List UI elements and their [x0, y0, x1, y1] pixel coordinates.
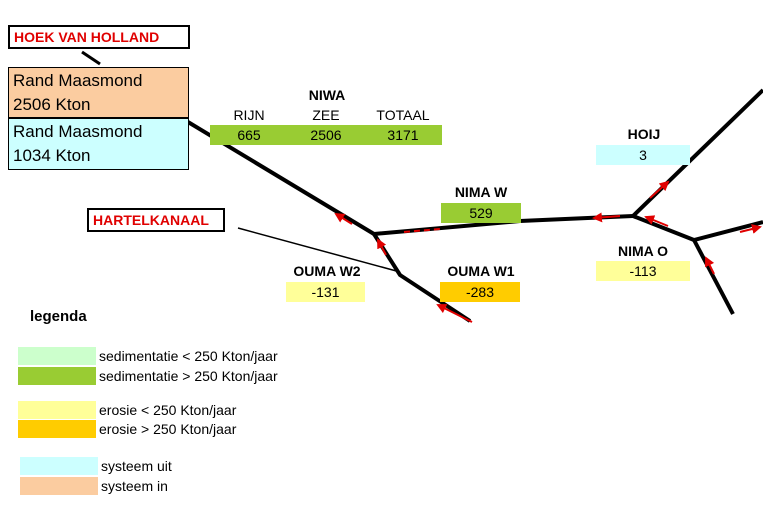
flow-arrow — [649, 180, 670, 199]
system-in-line2: 2506 Kton — [13, 95, 91, 114]
hoij-title: HOIJ — [627, 126, 661, 142]
nima-o-title: NIMA O — [617, 243, 669, 259]
flow-arrow — [334, 212, 353, 225]
hoek-leader-line — [81, 50, 101, 66]
ouma-w2-value: -131 — [286, 282, 365, 302]
hartel-leader-line — [237, 227, 401, 273]
system-out-line1: Rand Maasmond — [13, 122, 143, 141]
nima-w-title: NIMA W — [454, 184, 508, 200]
legend-label-ero-high: erosie > 250 Kton/jaar — [99, 421, 237, 437]
hoij-value: 3 — [596, 145, 690, 165]
ouma-w2-title: OUMA W2 — [293, 263, 361, 279]
system-out-line2: 1034 Kton — [13, 146, 91, 165]
flow-arrow — [592, 212, 621, 223]
legend-label-ero-low: erosie < 250 Kton/jaar — [99, 402, 237, 418]
system-out-box: Rand Maasmond 1034 Kton — [8, 118, 189, 170]
legend-swatch-sys-out — [20, 457, 98, 475]
niwa-value-totaal: 3171 — [364, 125, 442, 145]
nima-o-value: -113 — [596, 261, 690, 281]
legend-swatch-ero-low — [18, 401, 96, 419]
legend-label-sys-in: systeem in — [101, 478, 168, 494]
niwa-col-totaal: TOTAAL — [376, 107, 430, 123]
system-in-line1: Rand Maasmond — [13, 71, 143, 90]
legend-swatch-sed-high — [18, 367, 96, 385]
flow-arrow — [644, 215, 669, 227]
flow-arrow — [705, 256, 715, 275]
ouma-w1-title: OUMA W1 — [447, 263, 515, 279]
hartelkanaal-label: HARTELKANAAL — [87, 208, 225, 232]
legend-label-sys-out: systeem uit — [101, 458, 172, 474]
legend-title: legenda — [30, 308, 87, 325]
flow-arrow — [739, 224, 762, 234]
flow-arrow — [436, 304, 473, 323]
legend-swatch-ero-high — [18, 420, 96, 438]
niwa-col-zee: ZEE — [312, 107, 340, 123]
legend-swatch-sed-low — [18, 347, 96, 365]
nima-w-value: 529 — [441, 203, 521, 223]
legend-label-sed-low: sedimentatie < 250 Kton/jaar — [99, 348, 278, 364]
ouma-w1-value: -283 — [440, 282, 520, 302]
flow-arrow — [377, 238, 387, 256]
flow-arrow — [403, 228, 441, 233]
niwa-col-rijn: RIJN — [233, 107, 265, 123]
niwa-title: NIWA — [308, 87, 346, 103]
niwa-value-rijn: 665 — [210, 125, 288, 145]
system-in-box: Rand Maasmond 2506 Kton — [8, 67, 189, 118]
hoek-van-holland-label: HOEK VAN HOLLAND — [8, 25, 190, 49]
niwa-value-zee: 2506 — [288, 125, 364, 145]
legend-label-sed-high: sedimentatie > 250 Kton/jaar — [99, 368, 278, 384]
channel-lower-branch — [692, 239, 735, 315]
legend-swatch-sys-in — [20, 477, 98, 495]
